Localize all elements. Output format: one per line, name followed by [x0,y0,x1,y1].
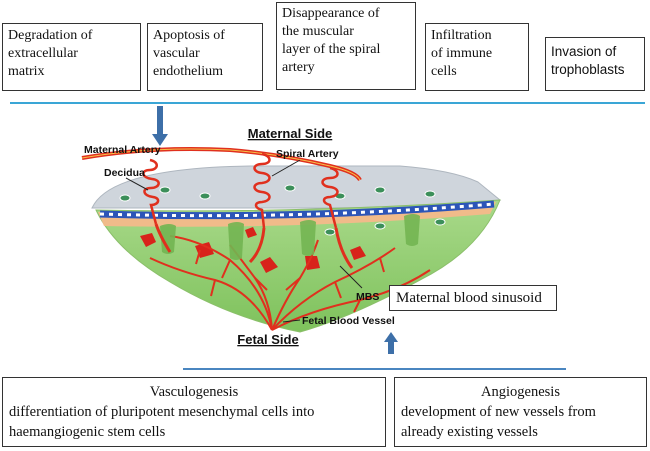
box-line: extracellular [8,46,78,61]
box-line: layer of the spiral [282,42,381,57]
bottom-divider-line [183,368,566,370]
maternal-blood-sinusoids [140,227,366,273]
fetal-blood-vessel-label: Fetal Blood Vessel [302,315,395,327]
box-line: Apoptosis of [153,28,225,43]
box-line: development of new vessels from [401,404,596,420]
box-line: haemangiogenic stem cells [9,424,166,440]
box-line: vascular [153,46,200,61]
box-line: already existing vessels [401,424,538,440]
spiral-artery-label: Spiral Artery [276,148,339,160]
angiogenesis-title: Angiogenesis [481,384,560,400]
box-line: endothelium [153,64,223,79]
mbs-box-label: Maternal blood sinusoid [396,290,542,306]
top-divider-line [10,102,645,104]
mbs-label: MBS [356,291,379,303]
box-degradation-ecm: Degradation of extracellular matrix [2,23,141,91]
decidua-label: Decidua [104,167,145,179]
box-line: artery [282,60,315,75]
box-line: cells [431,64,457,79]
box-line: differentiation of pluripotent mesenchym… [9,404,315,420]
box-line: Degradation of [8,28,93,43]
placenta-diagram: Maternal Side Maternal Artery Spiral Art… [81,106,502,354]
arrow-down-icon [152,106,168,146]
box-line: of immune [431,46,493,61]
box-line: the muscular [282,24,354,39]
box-angiogenesis: Angiogenesis development of new vessels … [394,377,647,447]
arrow-up-icon [384,332,398,354]
vasculogenesis-title: Vasculogenesis [149,384,239,400]
villi [160,214,420,260]
box-line: Disappearance of [282,6,380,21]
box-maternal-blood-sinusoid: Maternal blood sinusoid [389,285,557,311]
leader-lines [125,159,363,323]
maternal-side-label: Maternal Side [248,126,333,141]
box-line: Invasion of [551,44,617,59]
box-disappearance-muscular-layer: Disappearance of the muscular layer of t… [276,2,416,90]
box-apoptosis-endothelium: Apoptosis of vascular endothelium [147,23,263,91]
maternal-artery-label: Maternal Artery [84,144,161,156]
box-line: Infiltration [431,28,492,43]
box-vasculogenesis: Vasculogenesis differentiation of plurip… [2,377,386,447]
box-line: trophoblasts [551,62,625,77]
box-invasion-trophoblasts: Invasion of trophoblasts [545,37,645,91]
spiral-artery-coils [142,152,354,269]
box-line: matrix [8,64,45,79]
fetal-side-label: Fetal Side [237,332,298,347]
box-infiltration-immune-cells: Infiltration of immune cells [425,23,529,91]
